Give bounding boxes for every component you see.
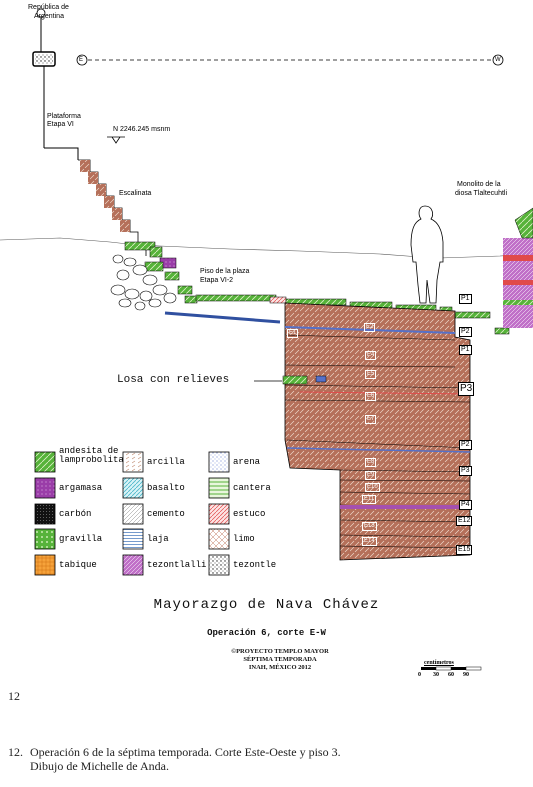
label-piso-etapa: Etapa VI-2 [200,277,234,284]
layer-tag: E6 [365,392,377,401]
drawing-subtitle: Operación 6, corte E-W [207,628,326,638]
label-escalinata: Escalinata [119,190,152,197]
scale-tick: 30 [433,672,439,678]
credit-line: SÉPTIMA TEMPORADA [243,656,317,663]
floor-tag: P3 [458,382,475,396]
label-etapa: Etapa VI [47,121,74,128]
label-argentina: Argentina [34,13,64,20]
annotation-losa: Losa con relieves [117,374,230,386]
layer-tag: E1 [287,329,299,338]
scale-tick: 90 [463,672,469,678]
label-monolito2: diosa Tlaltecuhtli [455,190,508,197]
legend-label: andesita de lamprobolita [59,446,124,465]
legend-swatches [34,451,230,576]
credit-line: INAH, MÉXICO 2012 [248,664,312,671]
compass-w-label: W [495,57,501,63]
compass-e-label: E [79,57,84,63]
label-piso-plaza: Piso de la plaza [200,268,250,275]
layer-tag: E16 [362,560,377,569]
floor-tag: E12 [456,516,473,526]
caption-line1: Operación 6 de la séptima temporada. Cor… [30,745,341,759]
floor-tag: P1 [459,345,472,355]
legend-label: tezontlalli [147,560,207,570]
drawing-title: Mayorazgo de Nava Chávez [153,597,380,613]
legend-label: arena [233,457,261,467]
compass-w-icon [492,54,504,66]
legend-label: laja [147,534,169,544]
excavation-profile [282,302,471,561]
layer-tag: E14 [362,537,377,546]
caption-line2: Dibujo de Michelle de Anda. [30,759,169,773]
legend-label: cemento [147,509,185,519]
legend-label: carbón [59,509,92,519]
floor-tag: P3 [459,466,472,476]
legend-label: tabique [59,560,97,570]
floor-tag: P4 [459,500,472,510]
legend-label: limo [233,534,255,544]
scale-tick: 0 [418,672,421,678]
legend-label: estuco [233,509,266,519]
label-elevation: N 2246.245 msnm [113,126,171,133]
stair-blocks [80,160,130,232]
plaza-floor [164,294,510,335]
caption-number: 12. [8,745,23,759]
legend-label: arcilla [147,457,185,467]
human-silhouette-icon [410,205,444,304]
layer-tag: E5 [365,370,377,379]
scale-tick: 60 [448,672,454,678]
floor-tag: E15 [456,545,473,555]
legend-label: cantera [233,483,271,493]
figure-caption: 12. Operación 6 de la séptima temporada. … [8,745,523,773]
layer-tag: E2 [364,323,376,332]
legend-label: gravilla [59,534,103,544]
monolith [503,207,533,328]
layer-tag: E13 [362,522,377,531]
legend-label: tezontle [233,560,277,570]
floor-tag: P1 [459,294,472,304]
layer-tag: E9 [365,471,377,480]
scale-bar [421,666,482,671]
legend-label: basalto [147,483,185,493]
label-republica: República de [28,4,69,11]
credits-block: ©PROYECTO TEMPLO MAYOR SÉPTIMA TEMPORADA… [200,648,360,672]
layer-tag: E4 [365,351,377,360]
layer-tag: E7 [365,415,377,424]
compass-e-icon [76,54,88,66]
layer-tag: E11 [362,495,377,504]
page-number: 12 [8,689,20,703]
floor-tag: P2 [459,440,472,450]
credit-line: ©PROYECTO TEMPLO MAYOR [231,648,329,655]
floor-tag: P2 [459,327,472,337]
scale-ticks: 0 30 60 90 [418,672,478,678]
label-plataforma: Plataforma [47,113,81,120]
label-monolito: Monolito de la [457,181,501,188]
legend-label: argamasa [59,483,103,493]
layer-tag: E8 [365,458,377,467]
rubble-mound [110,241,198,311]
layer-tag: E10 [365,483,380,492]
scale-title: centímetros [424,660,454,666]
